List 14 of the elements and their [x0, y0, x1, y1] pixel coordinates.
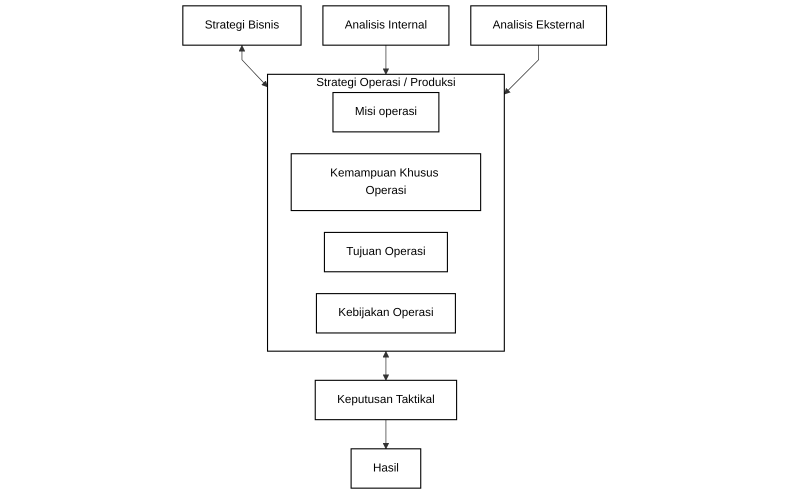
arrow [383, 44, 390, 75]
node-box: Hasil [350, 448, 422, 489]
node-box: Keputusan Taktikal [315, 380, 458, 420]
node-box: Kemampuan Khusus Operasi [290, 153, 482, 212]
node-box: Strategi Bisnis [182, 5, 302, 46]
arrow [383, 351, 390, 381]
node-box: Tujuan Operasi [324, 232, 448, 272]
node-box: Analisis Eksternal [470, 5, 608, 46]
arrow [239, 45, 268, 88]
node-box: Kebijakan Operasi [316, 293, 456, 334]
node-box: Misi operasi [332, 92, 440, 132]
arrow [504, 44, 540, 94]
arrow [383, 419, 390, 450]
node-box: Analisis Internal [322, 5, 450, 46]
